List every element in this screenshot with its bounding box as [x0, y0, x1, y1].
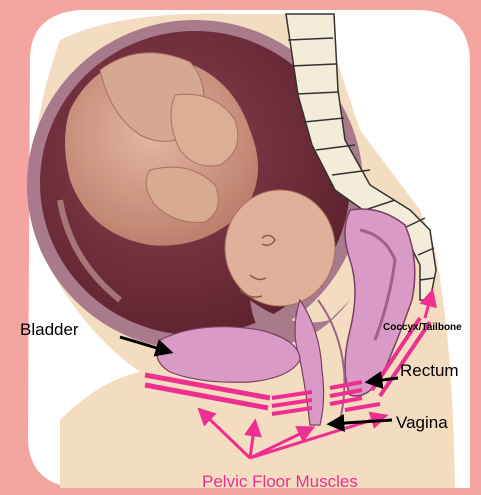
vagina-label: Vagina	[396, 413, 448, 432]
coccyx-label: Coccyx/Tailbone	[383, 322, 462, 333]
bladder-label: Bladder	[20, 320, 79, 339]
pelvic-floor-label: Pelvic Floor Muscles	[202, 472, 358, 491]
fetus-head	[225, 190, 335, 306]
rectum-label: Rectum	[400, 361, 459, 380]
